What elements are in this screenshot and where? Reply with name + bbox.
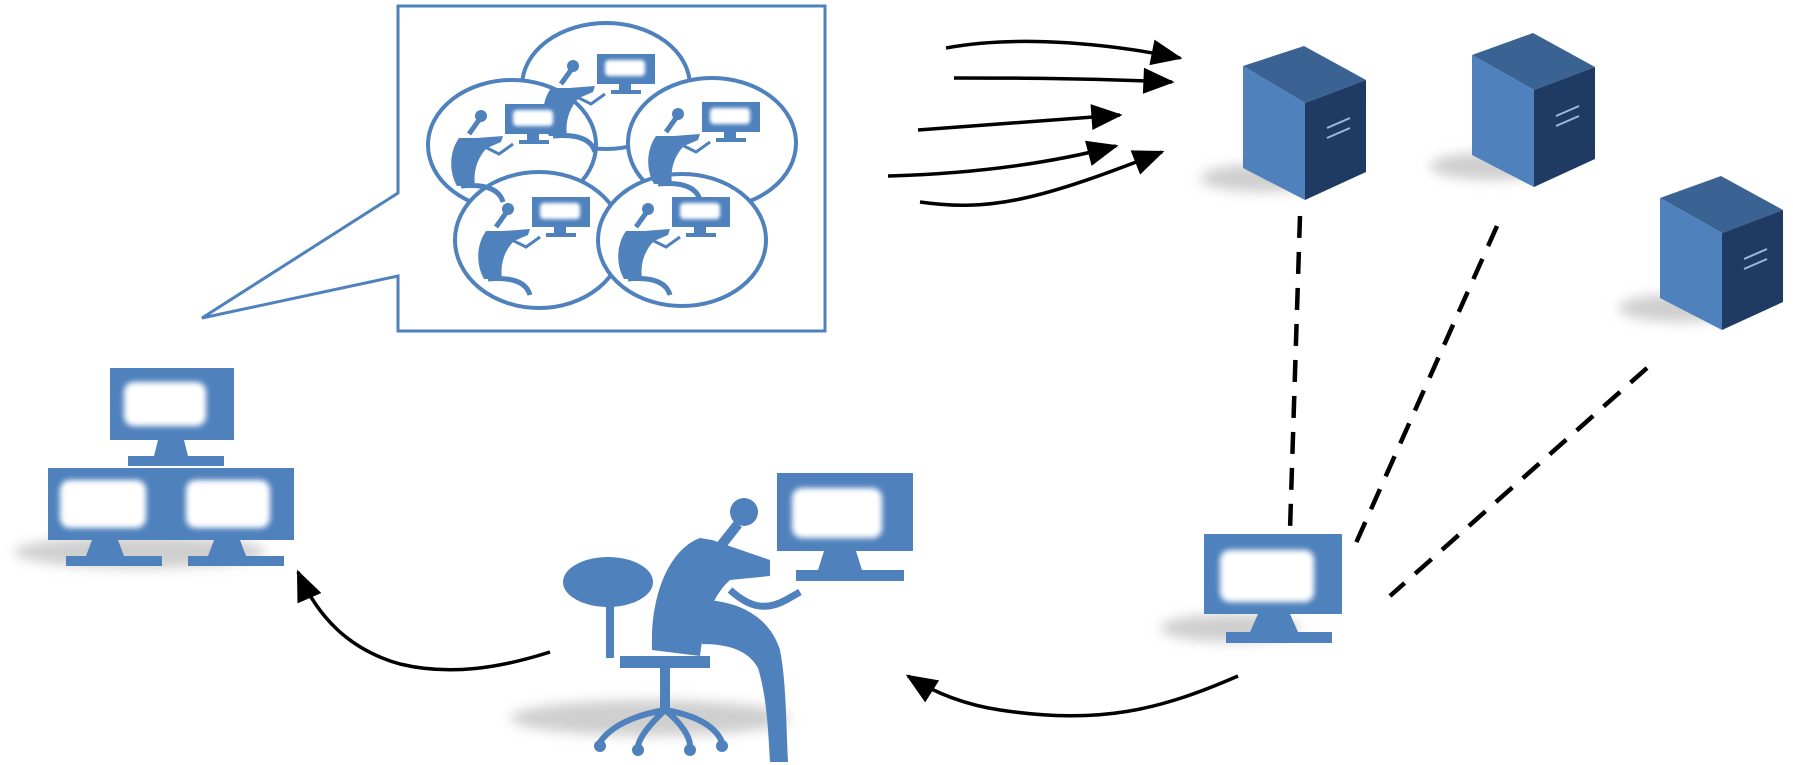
- dashed-link: [1388, 366, 1649, 598]
- server-3: [1618, 176, 1783, 330]
- request-arrow: [917, 104, 1123, 132]
- dashed-link: [1287, 215, 1303, 531]
- request-arrow: [919, 150, 1165, 207]
- person-at-computer-icon: [563, 473, 913, 762]
- client-computer: [1160, 534, 1342, 643]
- response-arrow-to-user: [905, 674, 1239, 718]
- request-arrow: [945, 39, 1183, 66]
- dashed-link: [1349, 225, 1500, 553]
- server-tower-icon: [1660, 176, 1783, 330]
- request-arrow: [953, 67, 1175, 94]
- server-client-links: [1287, 215, 1649, 598]
- network-computers: [14, 368, 294, 568]
- server-1: [1200, 46, 1366, 200]
- arrow-to-network: [296, 569, 551, 672]
- incoming-request-arrows: [887, 39, 1183, 207]
- crowd-of-users-icon: [426, 21, 798, 310]
- server-tower-icon: [1472, 33, 1595, 187]
- server-2: [1430, 33, 1595, 187]
- client-monitor-icon: [1204, 534, 1342, 643]
- server-tower-icon: [1243, 46, 1366, 200]
- user-workstation: [510, 473, 913, 762]
- networked-computers-icon: [48, 368, 294, 566]
- crowd-callout: [201, 4, 827, 333]
- request-arrow: [887, 140, 1119, 178]
